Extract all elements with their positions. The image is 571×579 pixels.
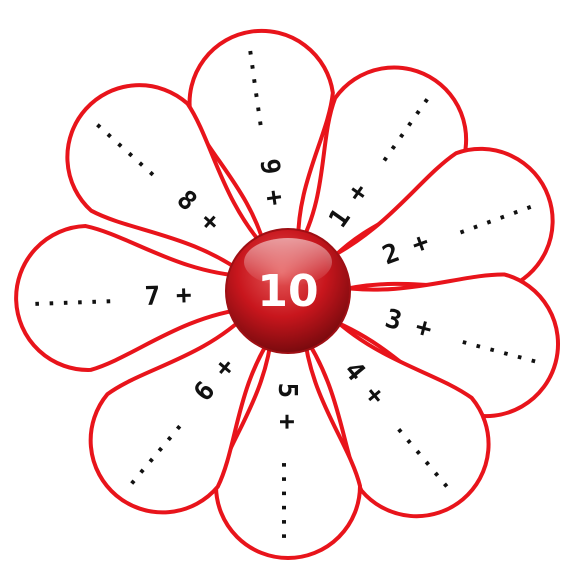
center-number: 10 bbox=[257, 266, 318, 317]
petal-label: 7 + bbox=[144, 280, 192, 312]
petal-answer-blank[interactable]: ...... bbox=[276, 458, 301, 543]
center-disc: 10 bbox=[226, 229, 350, 353]
petal-answer-blank[interactable]: ...... bbox=[30, 284, 116, 312]
petal-label: 5 + bbox=[272, 383, 302, 430]
